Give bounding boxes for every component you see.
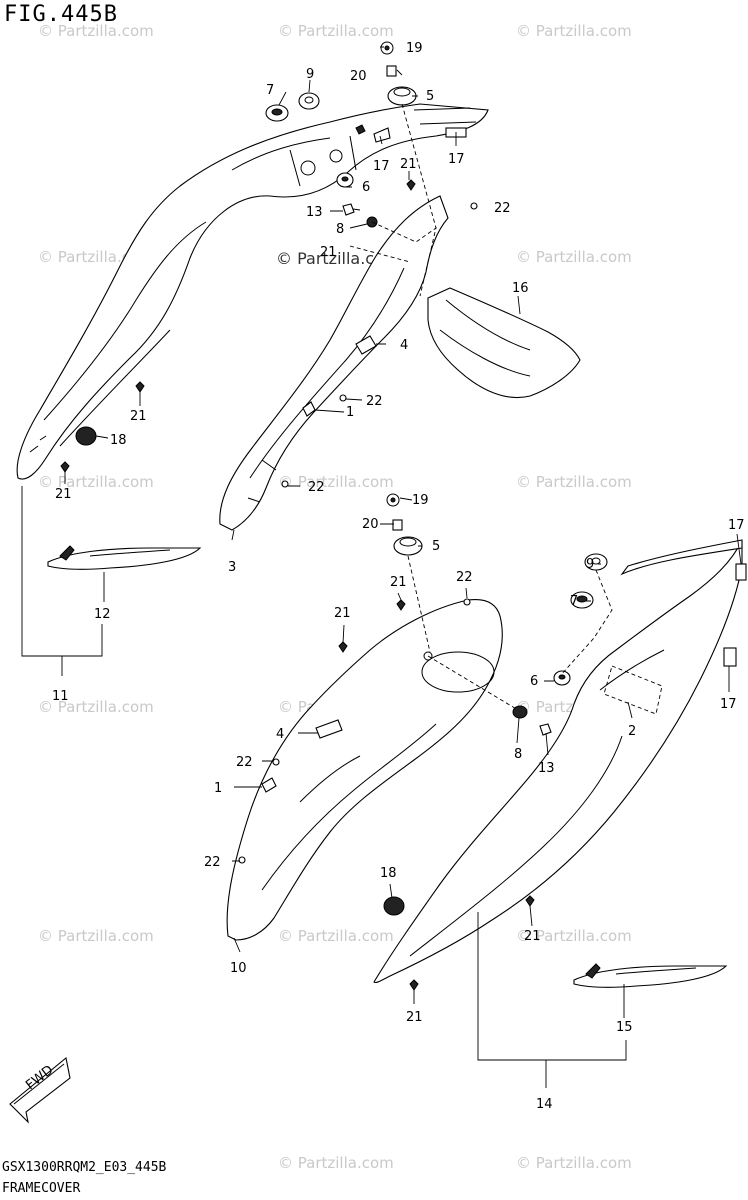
callout-17: 17 [448, 152, 465, 167]
callout-16: 16 [512, 281, 529, 296]
callout-9: 9 [306, 67, 314, 82]
watermark-text: © Partzilla.com [278, 1154, 394, 1172]
callout-20: 20 [350, 69, 367, 84]
callout-7: 7 [570, 594, 578, 609]
watermark-text: © Partzilla.com [278, 927, 394, 945]
install-lines-right [559, 569, 613, 677]
callout-11: 11 [52, 689, 69, 704]
callout-17: 17 [373, 159, 390, 174]
install-lines-upper [349, 103, 437, 297]
callout-2: 2 [628, 724, 636, 739]
callout-14: 14 [536, 1097, 553, 1112]
callout-12: 12 [94, 607, 111, 622]
callout-4: 4 [400, 338, 408, 353]
callout-1: 1 [346, 405, 354, 420]
callout-13: 13 [538, 761, 555, 776]
callout-22: 22 [494, 201, 511, 216]
watermark-text: © Partzilla.com [516, 22, 632, 40]
callout-21: 21 [390, 575, 407, 590]
watermark-text: © Partzilla.com [278, 473, 394, 491]
figure-title: FIG.445B [4, 2, 118, 27]
callout-3: 3 [228, 560, 236, 575]
callout-22: 22 [204, 855, 221, 870]
watermark-text: © Partzilla.com [278, 22, 394, 40]
callout-8: 8 [514, 747, 522, 762]
watermark-text: © Partzilla.com [38, 927, 154, 945]
emblem-part-12 [47, 545, 202, 570]
callout-15: 15 [616, 1020, 633, 1035]
callout-4: 4 [276, 727, 284, 742]
watermark-text: © Partzilla.com [38, 473, 154, 491]
callout-17: 17 [728, 518, 745, 533]
lower-right-fasteners [383, 553, 608, 991]
leader-lines [64, 46, 742, 1018]
watermark-text: © Partzilla.com [516, 248, 632, 266]
callout-7: 7 [266, 83, 274, 98]
fwd-arrow-icon: FWD [9, 1056, 71, 1124]
install-lines-center [407, 555, 519, 711]
watermark-center: © Partzilla.com [276, 249, 399, 268]
figure-name: FRAMECOVER [2, 1181, 81, 1196]
callout-10: 10 [230, 961, 247, 976]
callout-labels: 7 9 19 20 5 17 17 21 6 22 13 8 21 16 4 2… [52, 41, 745, 1112]
frame-cover-left-upper [16, 103, 489, 480]
callout-22: 22 [366, 394, 383, 409]
inner-cover-part-16 [427, 287, 581, 399]
frame-cover-part-3 [219, 195, 449, 531]
watermark-text: © Partzilla.com [38, 22, 154, 40]
callout-6: 6 [530, 674, 538, 689]
callout-1: 1 [214, 781, 222, 796]
bracket-part-11 [21, 486, 103, 657]
callout-21: 21 [400, 157, 417, 172]
callout-22: 22 [456, 570, 473, 585]
watermark-layer: © Partzilla.com © Partzilla.com © Partzi… [38, 22, 632, 1172]
figure-code: GSX1300RRQM2_E03_445B [2, 1160, 167, 1175]
lower-center-fasteners [238, 493, 552, 864]
callout-8: 8 [336, 222, 344, 237]
callout-21: 21 [406, 1010, 423, 1025]
watermark-text: © Partzilla.com [516, 1154, 632, 1172]
callout-20: 20 [362, 517, 379, 532]
callout-13: 13 [306, 205, 323, 220]
side-cover-part-14 [373, 539, 747, 984]
frame-cover-part-10 [226, 598, 503, 941]
callout-5: 5 [426, 89, 434, 104]
watermark-text: © Partzilla.com [516, 927, 632, 945]
watermark-text: © Partzilla.com [516, 473, 632, 491]
callout-21: 21 [320, 245, 337, 260]
callout-9: 9 [586, 557, 594, 572]
callout-19: 19 [412, 493, 429, 508]
bracket-part-14 [477, 912, 627, 1061]
callout-5: 5 [432, 539, 440, 554]
callout-22: 22 [308, 480, 325, 495]
emblem-part-15 [573, 963, 728, 988]
callout-21: 21 [55, 487, 72, 502]
callout-22: 22 [236, 755, 253, 770]
callout-21: 21 [524, 929, 541, 944]
callout-19: 19 [406, 41, 423, 56]
callout-21: 21 [334, 606, 351, 621]
callout-17: 17 [720, 697, 737, 712]
watermark-text: © Partzilla.com [38, 698, 154, 716]
callout-18: 18 [110, 433, 127, 448]
callout-6: 6 [362, 180, 370, 195]
callout-18: 18 [380, 866, 397, 881]
callout-21: 21 [130, 409, 147, 424]
